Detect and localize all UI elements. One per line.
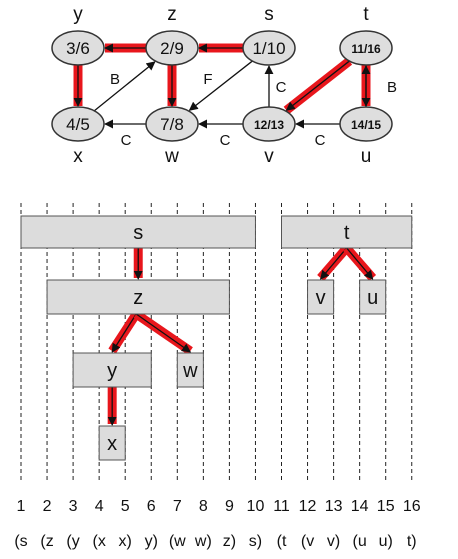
parenthesis-label: t) — [407, 533, 417, 550]
time-tick-label: 3 — [69, 498, 78, 515]
graph-edge-s-w: F — [188, 60, 253, 111]
time-tick-label: 8 — [199, 498, 208, 515]
graph-edge-x-z: B — [93, 61, 156, 112]
node-name-label: w — [164, 146, 179, 167]
parenthesis-label: (u — [353, 533, 367, 550]
edge-type-label: C — [276, 79, 287, 96]
graph-edge-t-v — [283, 57, 353, 114]
node-name-label: v — [264, 146, 274, 167]
graph-node-s: 1/10 s — [242, 4, 296, 66]
forest-box-label: z — [133, 287, 143, 309]
graph-node-z: 2/9 z — [145, 4, 199, 66]
graph-node-y: 3/6 y — [51, 4, 105, 66]
edge-type-label: B — [110, 71, 120, 88]
graph-edge-v-s: C — [264, 65, 287, 107]
graph-node-w: 7/8 w — [145, 106, 199, 167]
node-discovery-finish-label: 3/6 — [66, 39, 90, 58]
parenthesis-label: z) — [223, 533, 236, 550]
parenthesis-label: x) — [119, 533, 132, 550]
time-tick-label: 1 — [17, 498, 26, 515]
graph-edges: B F C C C C B — [73, 43, 397, 149]
edge-type-label: C — [220, 132, 231, 149]
parenthesis-label: v) — [327, 533, 340, 550]
forest-edge-z-y — [108, 311, 140, 354]
edge-type-label: C — [315, 132, 326, 149]
edge-type-label: C — [121, 132, 132, 149]
time-tick-label: 9 — [225, 498, 234, 515]
graph-edge-u-v: C — [295, 119, 340, 149]
forest-box-x: x — [98, 425, 126, 461]
forest-box-label: u — [367, 287, 378, 309]
parenthesis-label: (w — [169, 533, 186, 550]
time-tick-label: 15 — [377, 498, 395, 515]
node-discovery-finish-label: 1/10 — [252, 39, 285, 58]
parenthesis-label: (x — [92, 533, 105, 550]
parenthesis-label: y) — [145, 533, 158, 550]
forest-box-t: t — [281, 215, 413, 249]
time-tick-label: 13 — [325, 498, 343, 515]
forest-boxes: s z y w x t v u — [20, 215, 413, 461]
forest-box-v: v — [307, 279, 335, 315]
forest-box-label: t — [344, 222, 350, 244]
edge-type-label: B — [387, 79, 397, 96]
time-tick-label: 7 — [173, 498, 182, 515]
node-discovery-finish-label: 11/16 — [351, 42, 381, 56]
forest-edge-t-v — [317, 245, 351, 281]
parenthesis-label: (y — [66, 533, 79, 550]
node-name-label: x — [73, 146, 83, 167]
node-name-label: t — [363, 4, 369, 25]
node-name-label: z — [167, 4, 177, 25]
node-discovery-finish-label: 12/13 — [254, 118, 284, 132]
time-tick-label: 10 — [247, 498, 265, 515]
node-discovery-finish-label: 4/5 — [66, 115, 90, 134]
time-tick-label: 11 — [273, 498, 290, 515]
time-tick-label: 6 — [147, 498, 156, 515]
time-tick-label: 14 — [351, 498, 369, 515]
graph-edge-v-w: C — [198, 119, 243, 149]
parenthesis-label: (z — [40, 533, 53, 550]
forest-edge-t-u — [343, 245, 377, 281]
forest-tree-edges — [107, 245, 377, 426]
forest-edge-z-w — [133, 310, 193, 355]
time-tick-label: 5 — [121, 498, 130, 515]
forest-box-s: s — [20, 215, 256, 249]
time-tick-label: 2 — [43, 498, 52, 515]
forest-box-y: y — [72, 352, 152, 388]
forest-box-z: z — [46, 279, 230, 315]
edge-type-label: F — [203, 71, 212, 88]
parenthesis-label: u) — [379, 533, 393, 550]
graph-node-x: 4/5 x — [51, 106, 105, 167]
time-tick-label: 16 — [403, 498, 421, 515]
parenthesis-label: (v — [301, 533, 314, 550]
node-discovery-finish-label: 2/9 — [160, 39, 184, 58]
time-tick-label: 4 — [95, 498, 104, 515]
forest-box-u: u — [359, 279, 387, 315]
forest-box-w: w — [176, 352, 204, 388]
graph-node-t: 11/16 t — [339, 4, 393, 66]
parenthesis-label: w) — [194, 533, 212, 550]
forest-box-label: y — [107, 360, 117, 382]
graph-edge-u-t: B — [361, 65, 397, 107]
node-name-label: s — [264, 4, 274, 25]
graph-nodes: 3/6 y 2/9 z 1/10 s 11/16 t 4/5 x 7/8 w 12/13 v 14/15 u — [51, 4, 393, 167]
forest-box-label: x — [107, 433, 117, 455]
graph-node-u: 14/15 u — [339, 106, 393, 167]
node-name-label: y — [73, 4, 83, 25]
node-name-label: u — [361, 146, 372, 167]
node-discovery-finish-label: 14/15 — [351, 118, 381, 132]
node-discovery-finish-label: 7/8 — [160, 115, 184, 134]
time-tick-label: 12 — [299, 498, 317, 515]
parenthesis-label: (t — [277, 533, 287, 550]
parenthesis-label: (s — [14, 533, 27, 550]
forest-box-label: w — [182, 360, 198, 382]
parenthesis-label: s) — [249, 533, 262, 550]
forest-box-label: v — [316, 287, 326, 309]
forest-box-label: s — [133, 222, 143, 244]
graph-node-v: 12/13 v — [242, 106, 296, 167]
graph-edge-w-x: C — [104, 119, 146, 149]
